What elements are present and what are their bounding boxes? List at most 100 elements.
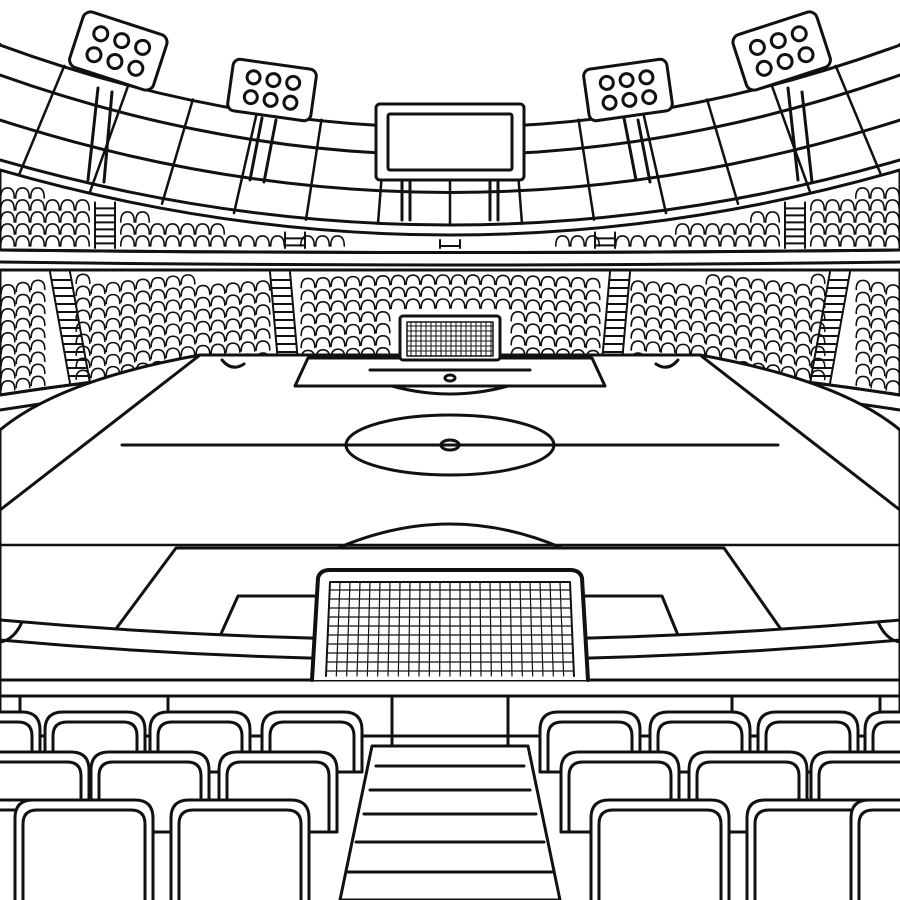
seat-icon xyxy=(856,188,870,198)
seat-icon xyxy=(706,323,720,332)
seat-icon xyxy=(811,358,825,367)
seat-icon xyxy=(661,236,675,246)
seat-icon xyxy=(16,188,30,198)
seat-icon xyxy=(121,212,135,222)
seat-icon xyxy=(616,236,630,246)
seat-icon xyxy=(76,212,90,222)
seat-icon xyxy=(496,299,510,308)
seat-icon xyxy=(526,348,540,357)
seat-icon xyxy=(196,286,210,295)
seat-icon xyxy=(541,313,555,322)
seat-icon xyxy=(511,312,525,321)
seat-icon xyxy=(361,324,375,333)
seat-icon xyxy=(91,368,105,377)
seat-icon xyxy=(76,236,90,246)
seat-icon xyxy=(511,276,525,285)
seat-icon xyxy=(451,299,465,308)
seat-icon xyxy=(376,324,390,333)
seat-icon xyxy=(811,224,825,234)
seat-icon xyxy=(556,301,570,310)
seat-icon xyxy=(541,289,555,298)
seat-icon xyxy=(766,353,780,362)
seat-icon xyxy=(706,299,720,308)
seat-icon xyxy=(226,236,240,246)
seat-icon xyxy=(151,314,165,323)
seat-icon xyxy=(16,236,30,246)
seat-icon xyxy=(766,317,780,326)
seat-icon xyxy=(886,285,900,294)
seat-icon xyxy=(856,200,870,210)
seat-icon xyxy=(436,287,450,296)
seat-icon xyxy=(811,200,825,210)
seat-icon xyxy=(436,275,450,284)
stair xyxy=(270,272,298,362)
seat-icon xyxy=(646,236,660,246)
seat-icon xyxy=(1,369,15,378)
seat-icon xyxy=(706,275,720,284)
seat-icon xyxy=(736,314,750,323)
seat-icon xyxy=(631,281,645,290)
seat-icon xyxy=(361,276,375,285)
seat-icon xyxy=(16,379,30,388)
seat-icon xyxy=(301,338,315,347)
seat-icon xyxy=(106,331,120,340)
seat-icon xyxy=(301,278,315,287)
seat-icon xyxy=(346,349,360,358)
seat-icon xyxy=(331,337,345,346)
seat-icon xyxy=(136,351,150,360)
seat-icon xyxy=(871,355,885,364)
seat-icon xyxy=(31,328,45,337)
seat-icon xyxy=(166,336,180,345)
seat-icon xyxy=(106,307,120,316)
seat-icon xyxy=(856,352,870,361)
seat-icon xyxy=(511,348,525,357)
seat-icon xyxy=(736,236,750,246)
seat-icon xyxy=(676,344,690,353)
seat-icon xyxy=(151,278,165,287)
seat-icon xyxy=(706,335,720,344)
seat-icon xyxy=(31,200,45,210)
seat-icon xyxy=(781,331,795,340)
seat-icon xyxy=(31,376,45,385)
seat-icon xyxy=(526,312,540,321)
seat-icon xyxy=(751,224,765,234)
seat-icon xyxy=(691,286,705,295)
seat-icon xyxy=(646,318,660,327)
seat-icon xyxy=(676,320,690,329)
seat-icon xyxy=(886,333,900,342)
seat-icon xyxy=(31,188,45,198)
seat-icon xyxy=(376,348,390,357)
seat-icon xyxy=(226,295,240,304)
seat-icon xyxy=(211,344,225,353)
seat-icon xyxy=(121,305,135,314)
seat-icon xyxy=(226,331,240,340)
seat-icon xyxy=(316,302,330,311)
seat-icon xyxy=(871,307,885,316)
seat-icon xyxy=(661,295,675,304)
seat-icon xyxy=(721,336,735,345)
seat-icon xyxy=(331,236,345,246)
seat-icon xyxy=(31,236,45,246)
seat-icon xyxy=(541,349,555,358)
seat-icon xyxy=(181,275,195,284)
seat-icon xyxy=(706,236,720,246)
seat-icon xyxy=(151,290,165,299)
seat-icon xyxy=(406,287,420,296)
seat-icon xyxy=(856,292,870,301)
seat-icon xyxy=(346,301,360,310)
seat-icon xyxy=(16,295,30,304)
seat-icon xyxy=(841,200,855,210)
seat-icon xyxy=(301,314,315,323)
scoreboard-icon xyxy=(376,104,524,220)
stair xyxy=(95,202,115,248)
seat-icon xyxy=(136,315,150,324)
seat-icon xyxy=(1,285,15,294)
seat-icon xyxy=(16,331,30,340)
seat-icon xyxy=(106,367,120,376)
seat-icon xyxy=(511,324,525,333)
seat-icon xyxy=(136,327,150,336)
seat-icon xyxy=(541,277,555,286)
seat-icon xyxy=(361,312,375,321)
seat-icon xyxy=(1,236,15,246)
seat-icon xyxy=(376,312,390,321)
